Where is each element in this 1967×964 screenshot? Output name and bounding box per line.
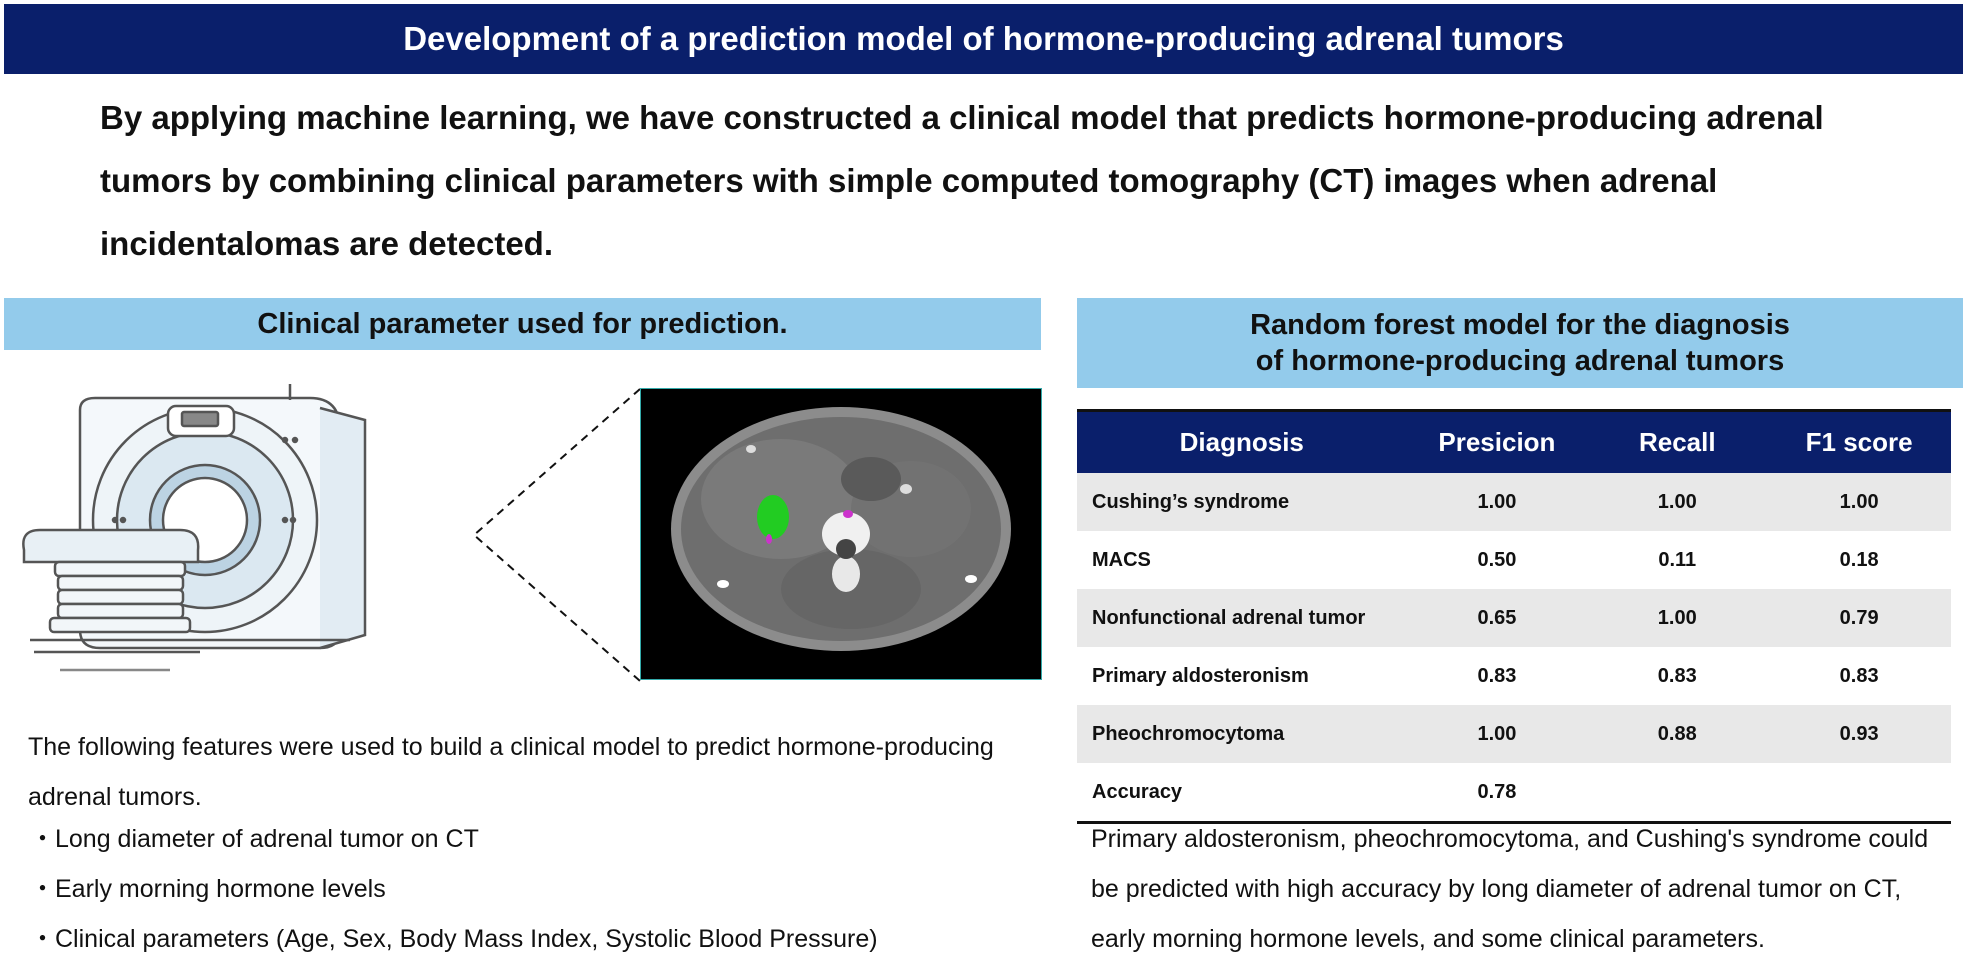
zoom-dashed-lines <box>470 385 645 685</box>
list-item: ・Long diameter of adrenal tumor on CT <box>30 825 479 853</box>
table-row: Nonfunctional adrenal tumor 0.65 1.00 0.… <box>1077 589 1951 647</box>
cell-recall: 0.83 <box>1657 664 1697 687</box>
cell-precision: 1.00 <box>1406 705 1588 763</box>
tumor-highlight <box>757 495 789 539</box>
ct-scanner-illustration <box>20 380 460 695</box>
cell-diagnosis: Cushing’s syndrome <box>1077 473 1407 531</box>
results-table: Diagnosis Presicion Recall F1 score Cush… <box>1077 409 1951 824</box>
cell-recall: 0.11 <box>1658 548 1697 571</box>
cell-precision: 0.78 <box>1406 763 1588 824</box>
cell-f1: 0.83 <box>1839 664 1879 687</box>
table-header-row: Diagnosis Presicion Recall F1 score <box>1077 409 1951 473</box>
cell-recall: 0.88 <box>1587 705 1768 763</box>
cell-precision: 0.65 <box>1406 589 1588 647</box>
table-row: Primary aldosteronism 0.83 0.83 0.83 <box>1077 647 1951 705</box>
header-precision: Presicion <box>1406 409 1588 473</box>
right-heading-line2: of hormone-producing adrenal tumors <box>1255 345 1785 377</box>
list-item: ・Early morning hormone levels <box>30 875 386 903</box>
header-diagnosis: Diagnosis <box>1077 409 1407 473</box>
cell-f1: 0.18 <box>1839 548 1879 571</box>
cell-precision: 1.00 <box>1406 473 1588 531</box>
results-summary: Primary aldosteronism, pheochromocytoma,… <box>1091 825 1929 953</box>
cell-recall <box>1587 763 1768 824</box>
cell-diagnosis: Pheochromocytoma <box>1077 705 1407 763</box>
cell-recall: 1.00 <box>1587 589 1768 647</box>
ct-scan-image <box>640 388 1042 680</box>
cell-diagnosis: Accuracy <box>1077 763 1407 824</box>
cell-diagnosis: Nonfunctional adrenal tumor <box>1077 589 1407 647</box>
cell-recall: 1.00 <box>1587 473 1768 531</box>
header-recall: Recall <box>1587 409 1768 473</box>
cell-f1: 0.79 <box>1767 589 1951 647</box>
left-section-heading: Clinical parameter used for prediction. <box>4 298 1041 350</box>
intro-text: By applying machine learning, we have co… <box>100 99 1824 262</box>
cell-diagnosis: MACS <box>1092 548 1151 571</box>
table-row: Accuracy 0.78 <box>1077 763 1951 824</box>
page-title: Development of a prediction model of hor… <box>403 20 1564 57</box>
cell-f1: 1.00 <box>1767 473 1951 531</box>
cell-f1 <box>1767 763 1951 824</box>
right-section-heading: Random forest model for the diagnosis of… <box>1077 298 1963 388</box>
list-item: ・Clinical parameters (Age, Sex, Body Mas… <box>30 925 878 953</box>
right-heading-line1: Random forest model for the diagnosis <box>1250 309 1790 341</box>
cell-precision: 0.83 <box>1477 664 1517 687</box>
features-description: The following features were used to buil… <box>28 733 994 811</box>
title-banner: Development of a prediction model of hor… <box>4 4 1963 74</box>
cell-precision: 0.50 <box>1477 548 1517 571</box>
table-row: MACS 0.50 0.11 0.18 <box>1077 531 1951 589</box>
left-section-heading-text: Clinical parameter used for prediction. <box>257 308 788 340</box>
table-row: Cushing’s syndrome 1.00 1.00 1.00 <box>1077 473 1951 531</box>
cell-diagnosis: Primary aldosteronism <box>1092 664 1309 687</box>
features-list: ・Long diameter of adrenal tumor on CT ・E… <box>30 814 1030 964</box>
header-f1: F1 score <box>1767 409 1951 473</box>
table-row: Pheochromocytoma 1.00 0.88 0.93 <box>1077 705 1951 763</box>
cell-f1: 0.93 <box>1767 705 1951 763</box>
